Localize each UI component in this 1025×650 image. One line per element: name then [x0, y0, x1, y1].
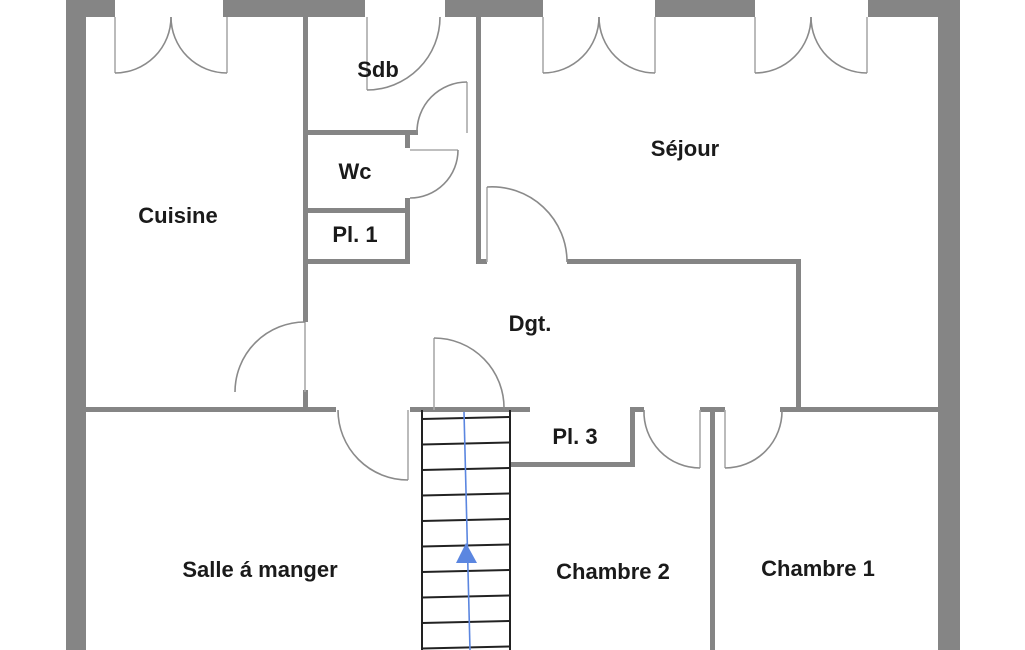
staircase	[421, 410, 511, 650]
door-sejour-window-2	[754, 16, 868, 74]
label-cuisine: Cuisine	[138, 203, 217, 228]
label-placard-1: Pl. 1	[332, 222, 377, 247]
door-stairs	[433, 337, 505, 411]
label-degagement: Dgt.	[509, 311, 552, 336]
door-sejour-window-1	[542, 16, 656, 74]
room-labels: Sdb Wc Pl. 1 Cuisine Séjour Dgt. Pl. 3 S…	[138, 57, 875, 584]
label-sejour: Séjour	[651, 136, 720, 161]
door-sejour	[486, 186, 568, 263]
label-salle-a-manger: Salle á manger	[182, 557, 338, 582]
door-chambre-1	[724, 409, 783, 469]
interior-walls	[86, 17, 938, 650]
label-wc: Wc	[339, 159, 372, 184]
label-chambre-2: Chambre 2	[556, 559, 670, 584]
window	[365, 0, 445, 17]
door-salle	[337, 409, 409, 481]
window	[755, 0, 868, 17]
stair-tread	[421, 620, 511, 624]
door-cuisine	[234, 321, 306, 393]
doors	[114, 16, 868, 481]
door-sdb	[416, 81, 468, 134]
stair-arrow-icon	[456, 543, 477, 563]
stair-tread	[421, 416, 511, 420]
label-sdb: Sdb	[357, 57, 399, 82]
door-sdb-window	[366, 16, 441, 91]
stair-tread	[421, 441, 511, 446]
door-wc	[409, 149, 459, 199]
outer-walls	[66, 0, 960, 650]
stair-tread	[421, 594, 511, 599]
door-cuisine-window	[114, 16, 228, 74]
label-placard-3: Pl. 3	[552, 424, 597, 449]
stair-tread	[421, 569, 511, 573]
label-chambre-1: Chambre 1	[761, 556, 875, 581]
stair-direction-line	[463, 411, 471, 650]
windows	[115, 0, 868, 17]
door-chambre-2	[643, 409, 701, 469]
stair-tread	[421, 645, 511, 650]
window	[115, 0, 223, 17]
window	[543, 0, 655, 17]
